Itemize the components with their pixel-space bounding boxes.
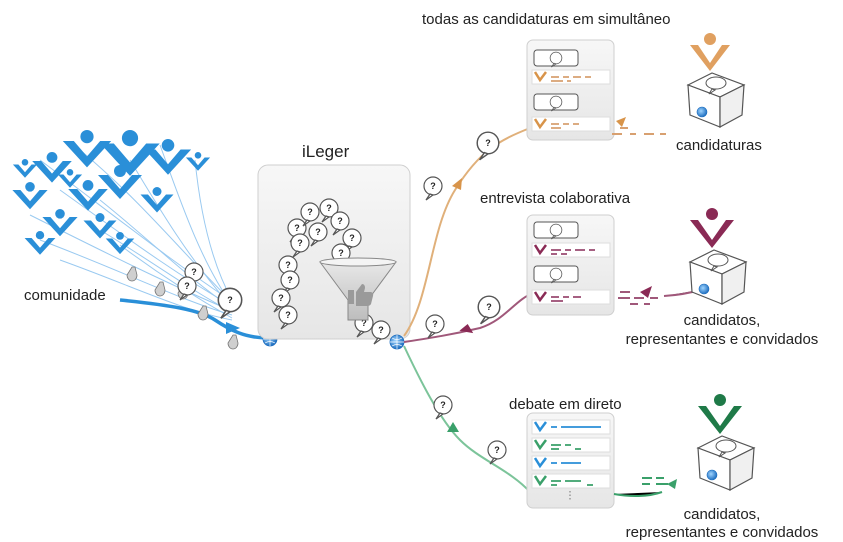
q-mark: ? xyxy=(307,207,313,217)
label-target-bottom-2: representantes e convidados xyxy=(625,524,819,541)
ileger-hub: ? ? ? ? ? ? ? ? ? ? ? ? ? ? xyxy=(257,164,411,350)
speech-bubble-icon: ? ? ? ? ? ? xyxy=(423,131,507,465)
community-group: ? ? ? xyxy=(12,130,278,350)
flow-top xyxy=(403,127,531,337)
q-mark: ? xyxy=(440,400,446,410)
q-mark: ? xyxy=(485,138,491,148)
flow-arrow-icon xyxy=(447,178,474,432)
flow-arrow-icon xyxy=(640,286,652,298)
label-target-top: candidaturas xyxy=(676,137,762,154)
panel-top xyxy=(526,39,615,141)
q-mark: ? xyxy=(285,260,291,270)
q-mark: ? xyxy=(315,227,321,237)
q-mark: ? xyxy=(361,318,367,328)
q-mark: ? xyxy=(349,233,355,243)
flow-mid xyxy=(403,292,534,343)
q-mark: ? xyxy=(338,248,344,258)
q-mark: ? xyxy=(337,216,343,226)
q-mark: ? xyxy=(297,238,303,248)
person-v-icon xyxy=(12,130,211,255)
panel-mid xyxy=(526,214,615,316)
flow-bottom xyxy=(403,345,531,493)
label-branch-mid: entrevista colaborativa xyxy=(480,190,631,207)
flow-dashes-mid xyxy=(618,289,701,305)
q-mark: ? xyxy=(287,275,293,285)
ballot-box-icon xyxy=(688,208,748,306)
speech-bubble-icon: ? ? ? ? ? ? ? ? ? ? ? ? ? ? xyxy=(271,198,391,345)
thumbs-up-icon xyxy=(348,284,374,306)
ballot-box-icon xyxy=(696,394,756,492)
label-community: comunidade xyxy=(24,287,106,304)
speech-bubble-icon: ? ? ? xyxy=(177,262,243,319)
globe-icon xyxy=(389,334,405,350)
flow-dashes-bottom xyxy=(613,477,668,498)
flow-arrow-icon xyxy=(226,322,240,334)
label-target-mid-1: candidatos, xyxy=(683,312,761,329)
flow-arrow-icon xyxy=(616,117,626,127)
flow-dashes-top xyxy=(612,127,666,135)
q-mark: ? xyxy=(278,293,284,303)
q-mark: ? xyxy=(432,319,438,329)
label-target-bottom-1: candidatos, xyxy=(683,506,761,523)
q-mark: ? xyxy=(285,310,291,320)
q-mark: ? xyxy=(184,281,190,291)
q-mark: ? xyxy=(378,325,384,335)
q-mark: ? xyxy=(294,223,300,233)
branch-flows xyxy=(403,127,534,493)
ballot-box-icon xyxy=(686,33,746,129)
q-mark: ? xyxy=(494,445,500,455)
q-mark: ? xyxy=(430,181,436,191)
label-hub: iLeger xyxy=(302,142,350,161)
q-mark: ? xyxy=(227,295,233,305)
label-target-mid-2: representantes e convidados xyxy=(625,331,819,348)
community-main-flow xyxy=(119,298,269,340)
label-branch-top: todas as candidaturas em simultâneo xyxy=(422,11,671,28)
label-branch-bottom: debate em direto xyxy=(509,396,622,413)
q-mark: ? xyxy=(191,267,197,277)
panel-bottom xyxy=(526,412,615,509)
flow-arrow-icon xyxy=(667,479,677,489)
q-mark: ? xyxy=(486,302,492,312)
q-mark: ? xyxy=(326,203,332,213)
